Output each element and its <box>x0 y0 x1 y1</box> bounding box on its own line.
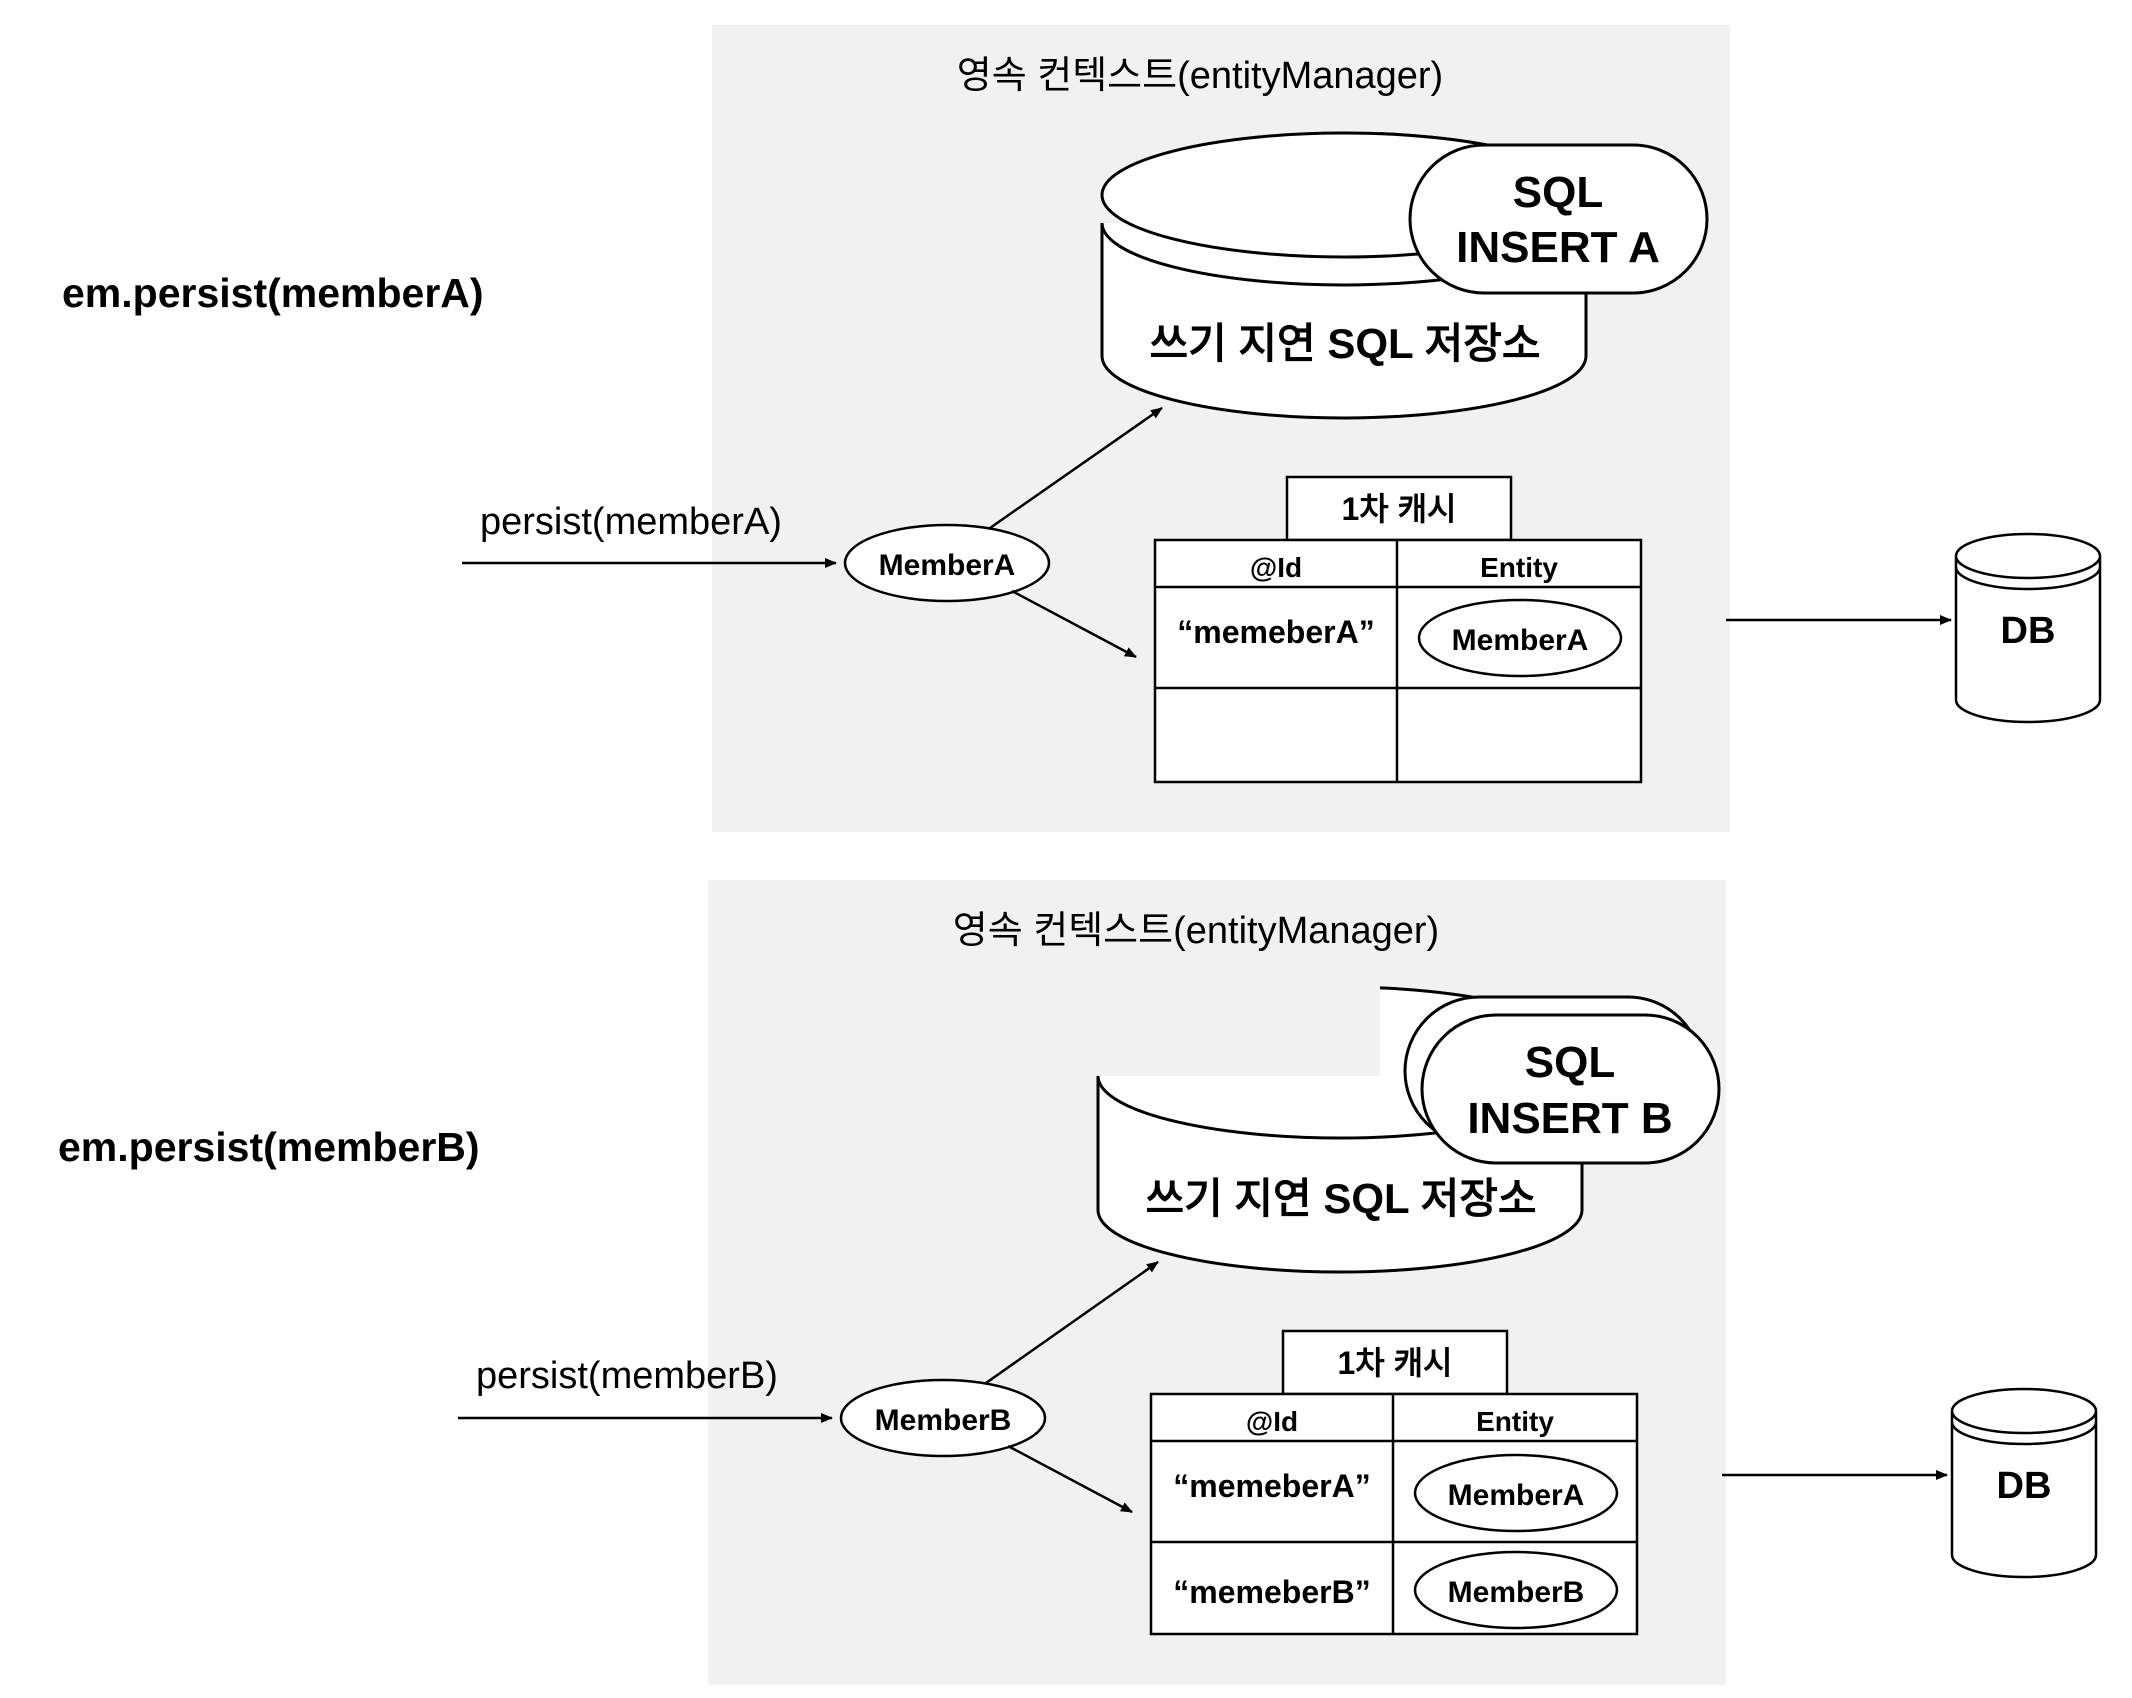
entity-ellipse <box>839 1378 1047 1458</box>
panel-member-a: em.persist(memberA) 영속 컨텍스트(entityManage… <box>62 25 2102 832</box>
persist-call-label: persist(memberB) <box>476 1355 778 1397</box>
cache-row-2-id: “memeberB” <box>1173 1574 1370 1610</box>
cache-row-1-entity: MemberA <box>1448 1479 1585 1512</box>
sql-card-line-1: SQL <box>1525 1038 1615 1087</box>
db-label: DB <box>2001 610 2056 652</box>
db-cylinder <box>1954 532 2102 724</box>
db-label: DB <box>1997 1465 2052 1507</box>
panel-call-label: em.persist(memberB) <box>58 1124 480 1170</box>
cache-row-2-entity-ellipse <box>1413 1550 1619 1630</box>
cache-row-entity-ellipse <box>1417 598 1623 678</box>
sql-insert-card: SQL INSERT A <box>1408 143 1709 295</box>
sql-card-line-2: INSERT B <box>1467 1094 1672 1143</box>
panel-member-b: em.persist(memberB) 영속 컨텍스트(entityManage… <box>58 880 2098 1685</box>
cache-row-1-id: “memeberA” <box>1173 1468 1370 1504</box>
arrow-to-cache <box>1007 1444 1133 1514</box>
entity-label: MemberA <box>879 549 1016 582</box>
sql-card-line-2: INSERT A <box>1456 223 1660 272</box>
sql-store-label: 쓰기 지연 SQL 저장소 <box>1145 1175 1536 1222</box>
persist-call-label: persist(memberA) <box>480 501 782 543</box>
cache-row-id: “memeberA” <box>1177 614 1374 650</box>
cache-title: 1차 캐시 <box>1337 1345 1452 1381</box>
cache-header-id: @Id <box>1246 1406 1298 1437</box>
sql-store-label: 쓰기 지연 SQL 저장소 <box>1149 320 1540 367</box>
persistence-context-title: 영속 컨텍스트(entityManager) <box>957 55 1443 97</box>
arrow-to-cache <box>1011 589 1137 659</box>
persistence-context-title: 영속 컨텍스트(entityManager) <box>953 910 1439 952</box>
sql-card-line-1: SQL <box>1513 168 1603 217</box>
cache-header-entity: Entity <box>1476 1406 1554 1437</box>
first-level-cache: 1차 캐시 @Id Entity “memeberA” MemberA <box>1153 475 1643 784</box>
cache-row-2-entity: MemberB <box>1448 1576 1585 1609</box>
panel-call-label: em.persist(memberA) <box>62 270 484 316</box>
db-cylinder <box>1950 1387 2098 1579</box>
cache-header-id: @Id <box>1250 552 1302 583</box>
entity-ellipse <box>843 523 1051 603</box>
cache-row-entity: MemberA <box>1452 624 1589 657</box>
arrow-to-sql-store <box>989 406 1163 530</box>
first-level-cache: 1차 캐시 @Id Entity “memeberA” MemberA “mem… <box>1149 1329 1639 1636</box>
cache-row-1-entity-ellipse <box>1413 1453 1619 1533</box>
cache-title: 1차 캐시 <box>1341 491 1456 527</box>
arrow-to-sql-store <box>985 1260 1159 1385</box>
sql-insert-card: SQL INSERT B <box>1420 1013 1721 1165</box>
entity-label: MemberB <box>875 1404 1012 1437</box>
cache-header-entity: Entity <box>1480 552 1558 583</box>
